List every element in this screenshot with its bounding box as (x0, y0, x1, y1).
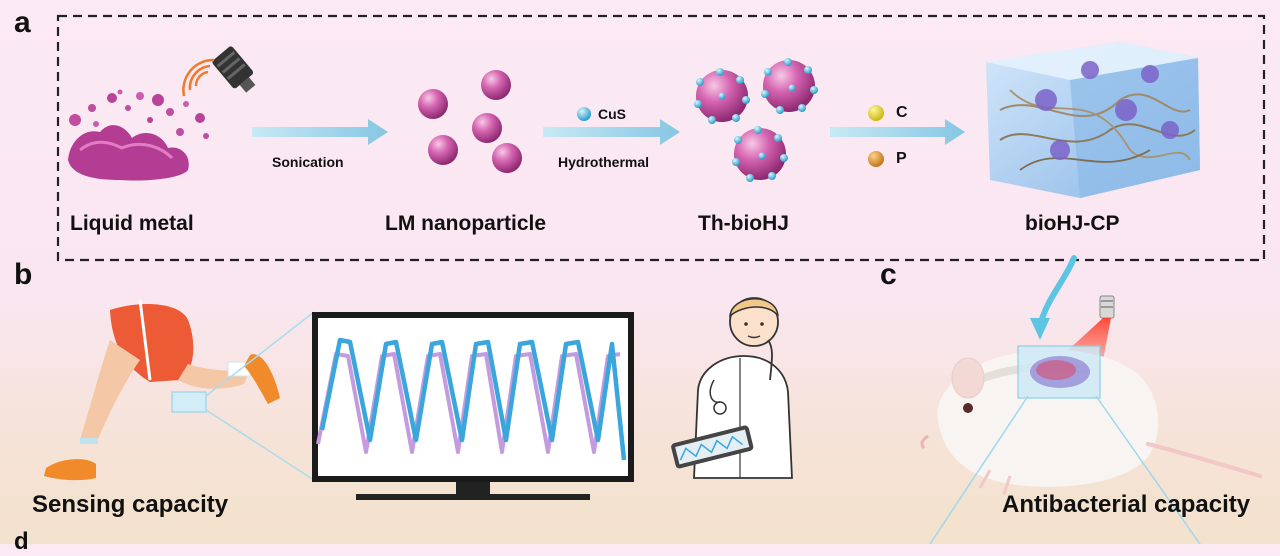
runner-illustration (44, 299, 280, 481)
arrow-2 (543, 119, 680, 145)
signal-blue (319, 337, 627, 461)
doctor-illustration (671, 297, 793, 479)
panel-b-letter: b (14, 258, 33, 291)
step-label-hydrothermal: Hydrothermal (558, 154, 650, 170)
sensor-patch (171, 391, 207, 413)
phosphorus-dot (868, 151, 884, 167)
biohj-cp-hydrogel (986, 42, 1200, 198)
reagent-label-cus: CuS (598, 106, 626, 122)
curved-arrow (1037, 255, 1077, 329)
reagent-label-c: C (896, 104, 908, 121)
arrow-1 (252, 119, 388, 145)
caption-sensing-capacity: Sensing capacity (32, 491, 229, 518)
th-biohj-particles (694, 58, 818, 182)
ultrasonic-probe-icon (182, 46, 256, 97)
arrow-3 (830, 119, 965, 145)
panel-c-letter: c (880, 258, 897, 291)
monitor-icon (312, 312, 634, 500)
cus-dot (577, 107, 591, 121)
step-label-sonication: Sonication (272, 154, 344, 170)
liquid-metal-illustration (68, 89, 209, 181)
stage-label-lm-nanoparticle: LM nanoparticle (385, 212, 547, 235)
reagent-label-p: P (896, 150, 907, 167)
caption-antibacterial-capacity: Antibacterial capacity (1002, 491, 1251, 518)
panel-a-letter: a (14, 6, 31, 39)
stage-label-biohj-cp: bioHJ-CP (1025, 212, 1120, 235)
lm-nanoparticles (418, 70, 522, 173)
stage-label-liquid-metal: Liquid metal (70, 212, 194, 235)
figure-graphics (44, 14, 1266, 544)
stage-label-th-biohj: Th-bioHJ (698, 212, 789, 235)
carbon-dot (868, 105, 884, 121)
panel-a-frame (56, 14, 1266, 262)
mouse-illustration (920, 345, 1262, 495)
